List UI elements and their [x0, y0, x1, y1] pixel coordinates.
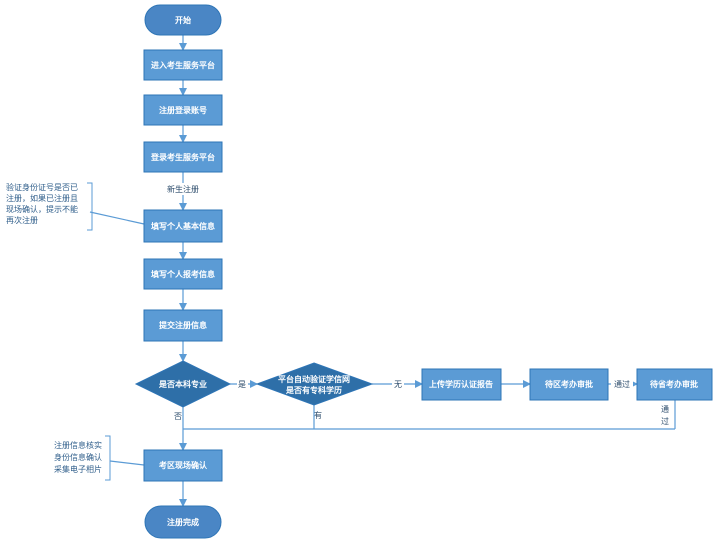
edge-note1-leader — [89, 211, 145, 225]
upload-report-label: 上传学历认证报告 — [429, 379, 493, 389]
submit-label: 提交注册信息 — [159, 320, 207, 330]
pass-1-label: 通过 — [614, 379, 630, 389]
note-brackets — [87, 182, 111, 481]
edge-note2-leader — [109, 460, 145, 466]
note-verify-line: 注册，如果已注册且 — [6, 193, 78, 203]
enter-platform-box — [143, 49, 223, 81]
register-account-label: 注册登录账号 — [159, 105, 207, 115]
start-terminal — [144, 4, 222, 36]
note-verify-line: 验证身份证号是否已 — [6, 182, 78, 192]
note-onsite-line: 注册信息核实 — [54, 440, 102, 450]
province-review-box — [636, 368, 713, 401]
login-platform-label: 登录考生服务平台 — [150, 152, 215, 162]
fill-exam-box — [143, 258, 223, 290]
note-bracket-onsite — [105, 435, 111, 481]
submit-box — [143, 309, 223, 342]
fill-basic-label: 填写个人基本信息 — [151, 221, 215, 231]
has-label: 有 — [314, 410, 322, 420]
verify-decision — [255, 362, 374, 406]
no-label: 否 — [174, 412, 182, 421]
is-bachelor-label: 是否本科专业 — [158, 379, 207, 389]
pass-2b-label: 过 — [661, 416, 669, 426]
yes-label: 是 — [238, 380, 246, 389]
note-bracket-verify — [87, 182, 93, 231]
enter-platform-label: 进入考生服务平台 — [151, 60, 215, 70]
district-review-label: 待区考办审批 — [544, 379, 593, 389]
note-onsite: 注册信息核实 身份信息确认 采集电子相片 — [54, 440, 102, 474]
note-onsite-line: 身份信息确认 — [54, 452, 102, 462]
is-bachelor-decision — [134, 360, 232, 408]
login-platform-box — [143, 141, 223, 173]
note-verify-line: 再次注册 — [6, 215, 38, 225]
note-verify-line: 现场确认，提示不能 — [6, 204, 78, 214]
new-register-label: 新生注册 — [167, 184, 199, 194]
pass-2a-label: 通 — [661, 404, 669, 414]
start-label: 开始 — [175, 15, 191, 25]
yes-bg — [237, 378, 248, 390]
verify-label-line1: 平台自动验证学信网 — [278, 374, 350, 384]
none-label: 无 — [394, 380, 402, 389]
register-account-box — [143, 94, 223, 126]
new-register-bg — [160, 183, 206, 195]
note-onsite-line: 采集电子相片 — [54, 464, 102, 474]
verify-label-line2: 是否有专科学历 — [285, 385, 342, 395]
onsite-confirm-label: 考区现场确认 — [159, 460, 208, 470]
province-review-label: 待省考办审批 — [649, 379, 698, 389]
fill-exam-label: 填写个人报考信息 — [151, 269, 215, 279]
done-terminal — [144, 505, 222, 539]
district-review-box — [529, 368, 609, 401]
fill-basic-box — [143, 209, 223, 243]
none-bg — [392, 378, 404, 390]
pass-1-bg — [611, 378, 633, 390]
done-label: 注册完成 — [167, 517, 199, 527]
note-verify-id: 验证身份证号是否已 注册，如果已注册且 现场确认，提示不能 再次注册 — [6, 182, 78, 225]
upload-report-box — [421, 368, 502, 401]
onsite-confirm-box — [143, 449, 223, 482]
